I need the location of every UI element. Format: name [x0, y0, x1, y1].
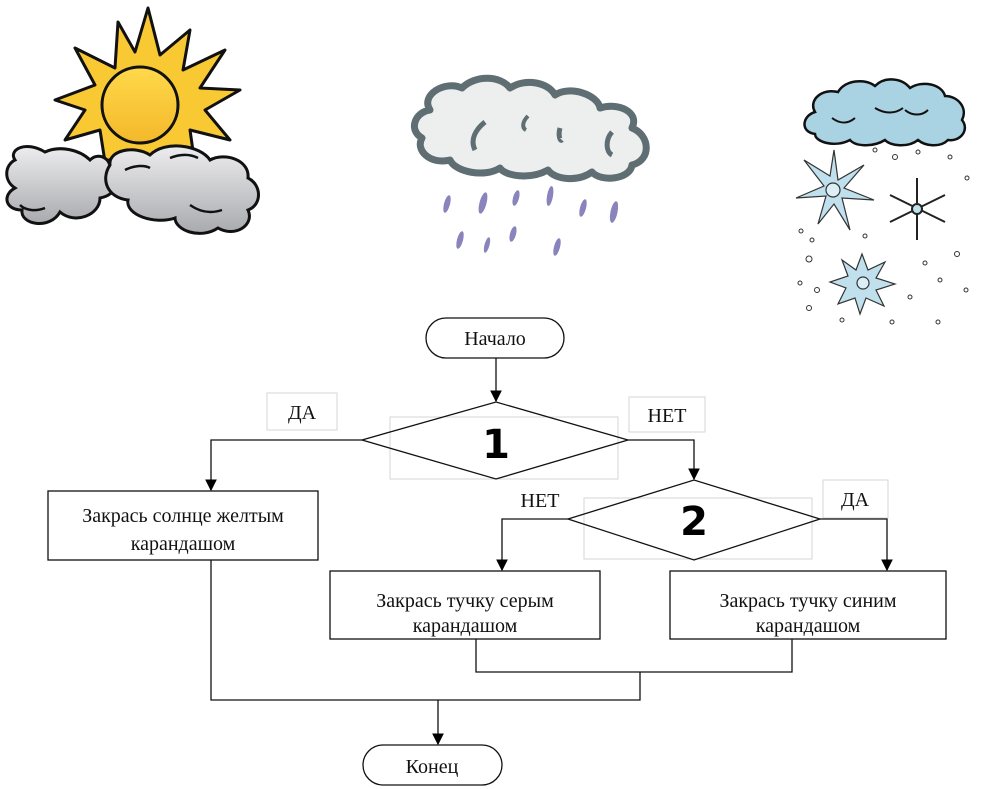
svg-text:карандашом: карандашом — [131, 533, 236, 555]
connector-d1-no — [628, 439, 700, 481]
decision-1-number: 1 — [482, 422, 510, 468]
raindrops-icon — [443, 186, 619, 256]
decision-2-no-label: НЕТ — [521, 490, 560, 512]
snowflake-icon — [828, 252, 897, 316]
rain-cloud-icon — [410, 74, 650, 182]
rain-cloud-illustration — [410, 74, 650, 256]
start-label: Начало — [464, 328, 526, 350]
end-label: Конец — [406, 756, 459, 778]
gray-cloud-icon — [5, 144, 260, 235]
svg-text:ДА: ДА — [288, 402, 317, 424]
decision-1-yes-label: ДА — [266, 392, 338, 431]
snow-cloud-illustration — [795, 78, 970, 325]
svg-text:Закрась тучку синим: Закрась тучку синим — [719, 590, 896, 612]
action-color-sun-yellow: Закрась солнце желтым карандашом — [47, 490, 319, 561]
svg-text:карандашом: карандашом — [413, 615, 518, 637]
decision-2-yes-label: ДА — [822, 479, 889, 519]
connector-d1-yes — [205, 439, 362, 492]
decision-2-number: 2 — [680, 499, 708, 545]
start-terminal: Начало — [425, 317, 565, 359]
flowchart: Начало 1 ДА НЕТ Закрась солнце желтым ка — [47, 317, 947, 786]
sun-with-clouds-illustration — [5, 6, 260, 235]
decision-1: 1 — [359, 401, 631, 480]
decision-1-no-label: НЕТ — [628, 396, 706, 433]
action-color-cloud-gray: Закрась тучку серым карандашом — [329, 570, 601, 640]
svg-text:ДА: ДА — [841, 489, 870, 511]
svg-text:карандашом: карандашом — [756, 615, 861, 637]
decision-2: 2 — [565, 479, 823, 561]
svg-text:НЕТ: НЕТ — [648, 405, 687, 427]
snow-dots — [797, 147, 970, 325]
connector-d2-yes — [820, 518, 893, 572]
svg-text:Закрась солнце желтым: Закрась солнце желтым — [82, 505, 284, 527]
snowflake-icon — [889, 178, 946, 240]
action-color-cloud-blue: Закрась тучку синим карандашом — [669, 570, 947, 640]
svg-text:Закрась тучку серым: Закрась тучку серым — [376, 590, 554, 612]
connector-d2-no — [496, 518, 568, 572]
connector-merge-clouds — [475, 639, 793, 673]
connector-merge-all — [210, 560, 641, 701]
snowflake-icon — [795, 149, 875, 231]
snow-cloud-icon — [803, 78, 967, 147]
end-terminal: Конец — [362, 744, 503, 786]
